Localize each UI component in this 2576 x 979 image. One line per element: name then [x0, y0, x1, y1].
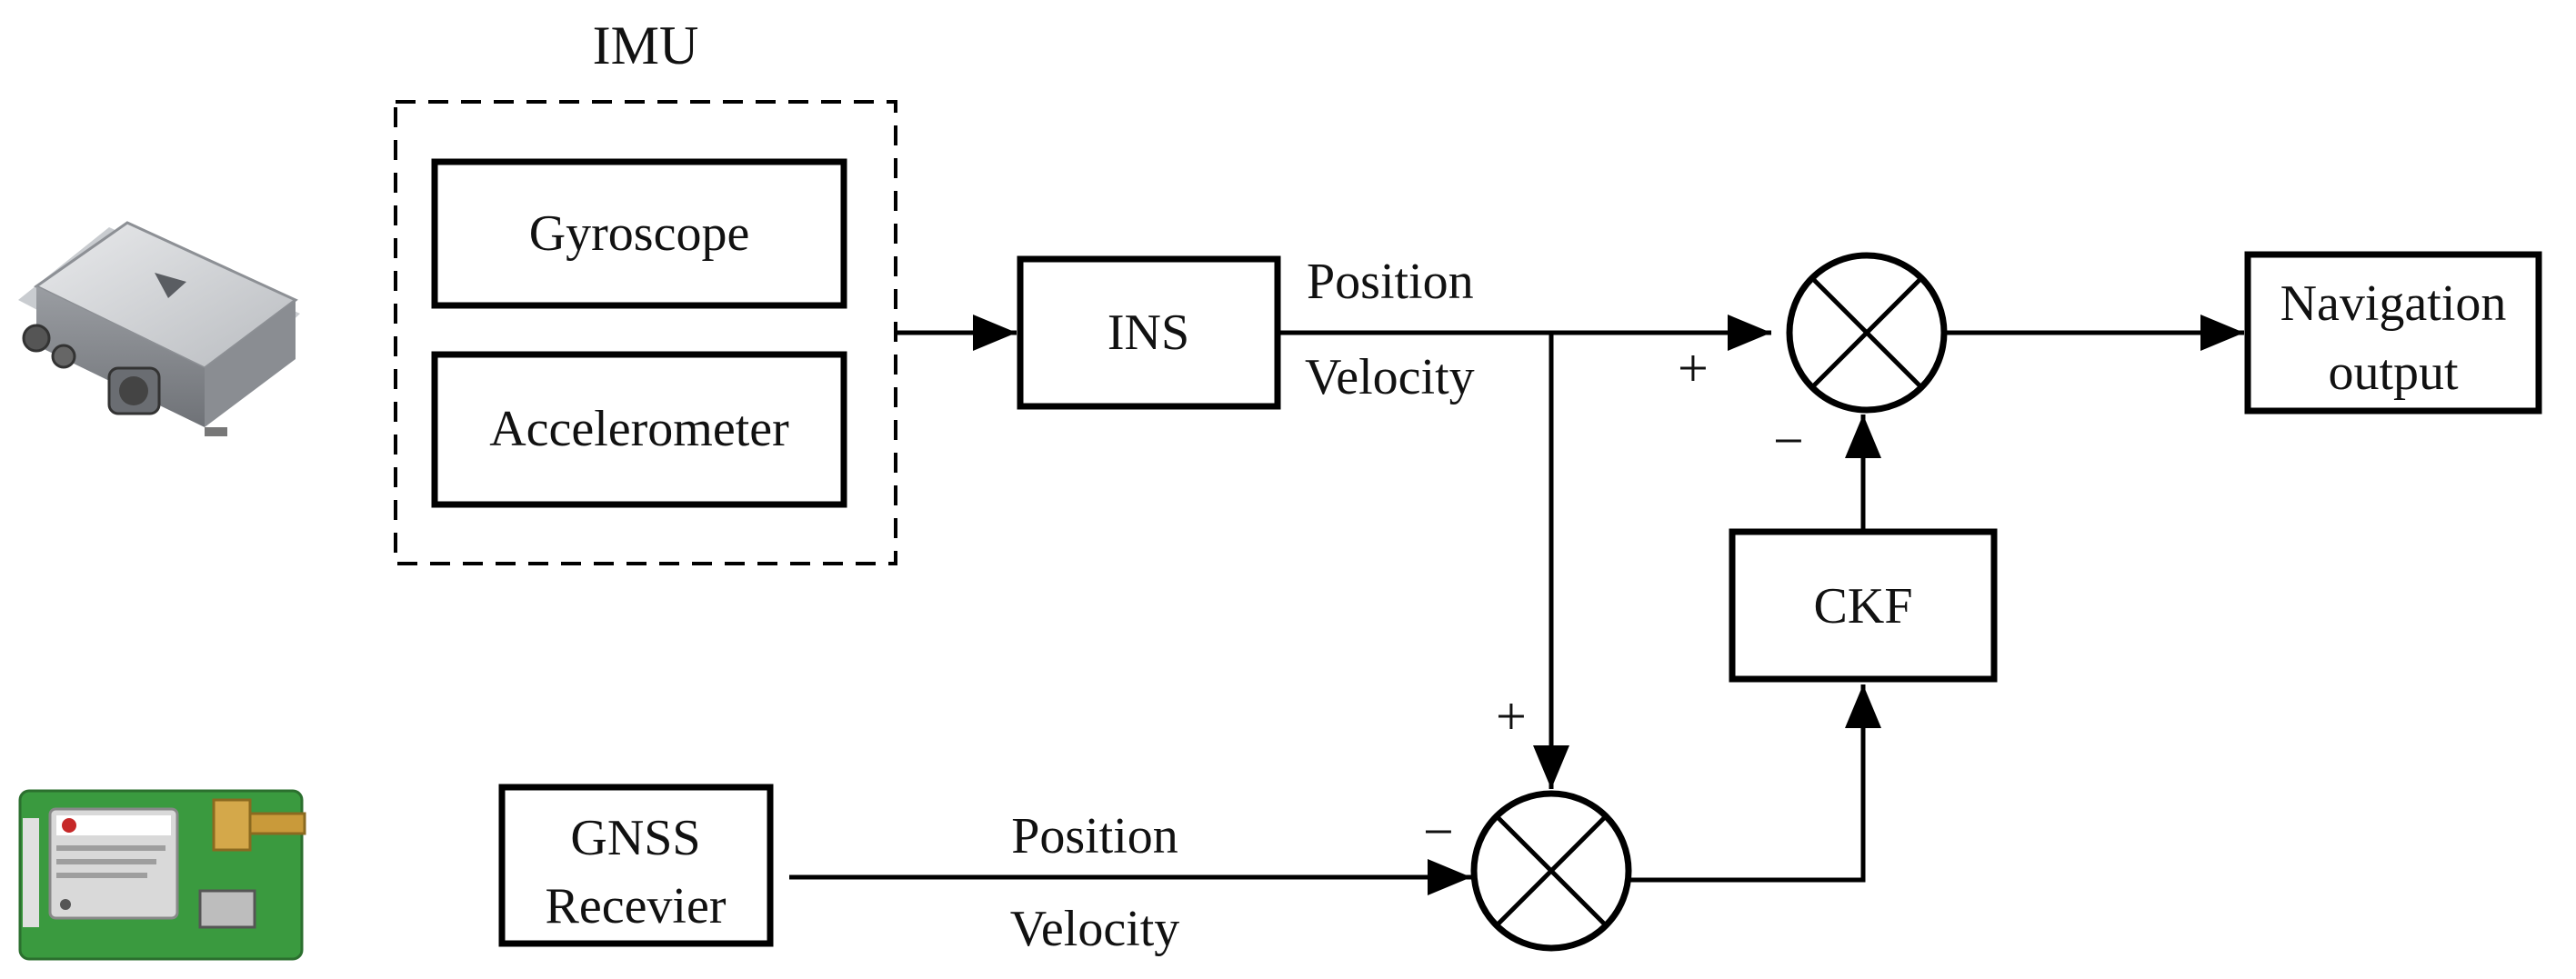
accelerometer-label: Accelerometer [489, 401, 789, 457]
bottom-minus-sign: − [1423, 802, 1454, 862]
gnss-label-line1: GNSS [570, 810, 700, 866]
navigation-output-line1: Navigation [2280, 275, 2507, 332]
top-plus-sign: + [1678, 338, 1709, 398]
gnss-position-label: Position [1011, 808, 1178, 864]
ins-label: INS [1108, 305, 1189, 361]
gyroscope-box [431, 158, 847, 309]
imu-title: IMU [593, 15, 699, 75]
bottom-plus-sign: + [1496, 686, 1527, 746]
imu-device-photo-icon [18, 221, 300, 436]
top-summing-junction [1786, 252, 1948, 414]
gnss-label-line2: Recevier [546, 878, 727, 934]
top-minus-sign: − [1773, 411, 1804, 471]
gnss-receiver-board-photo-icon [18, 789, 306, 961]
gnss-velocity-label: Velocity [1010, 901, 1180, 957]
navigation-output-box [2244, 251, 2542, 415]
bottom-summer-to-ckf-arrow [1629, 684, 1881, 883]
navigation-output-line2: output [2328, 345, 2459, 401]
gyroscope-label: Gyroscope [529, 205, 750, 262]
ins-box [1017, 255, 1281, 410]
accelerometer-box [431, 351, 847, 508]
ins-velocity-label: Velocity [1305, 349, 1475, 405]
gnss-receiver-box [498, 784, 774, 947]
imu-group: IMU Gyroscope Accelerometer [394, 15, 897, 565]
ins-position-label: Position [1307, 254, 1474, 310]
ckf-box [1729, 528, 1998, 683]
bottom-summing-junction [1470, 790, 1632, 952]
ckf-label: CKF [1814, 578, 1913, 634]
